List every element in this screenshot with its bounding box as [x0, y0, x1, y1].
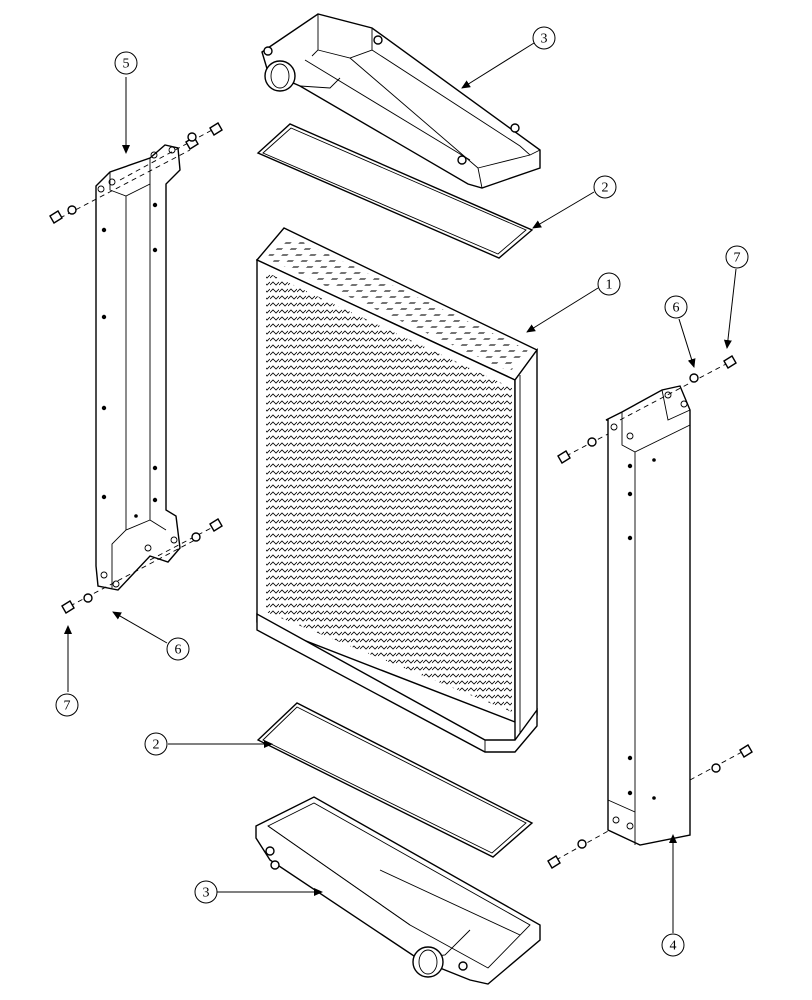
svg-text:7: 7 — [64, 699, 71, 714]
callout-3-bottom: 3 — [194, 880, 218, 904]
callout-2-bottom: 2 — [144, 732, 168, 756]
svg-text:2: 2 — [602, 181, 609, 196]
svg-text:5: 5 — [123, 57, 130, 72]
left-upper-bolt-hardware — [49, 122, 223, 224]
leader-6-right — [678, 318, 696, 368]
svg-text:7: 7 — [734, 251, 741, 266]
right-side-bracket — [605, 385, 691, 846]
leader-1 — [526, 287, 599, 333]
callout-4: 4 — [661, 933, 685, 957]
callout-1: 1 — [597, 272, 621, 296]
callout-3-top: 3 — [532, 26, 556, 50]
callout-6-left: 6 — [166, 637, 190, 661]
callout-2-top: 2 — [593, 175, 617, 199]
callout-6-right: 6 — [664, 295, 688, 319]
leader-6-left — [112, 611, 168, 644]
svg-text:6: 6 — [175, 643, 182, 658]
upper-gasket — [256, 123, 534, 259]
left-lower-bolt-hardware — [61, 518, 223, 614]
svg-text:6: 6 — [673, 301, 680, 316]
radiator-core — [255, 227, 539, 753]
lower-radiator-tank — [255, 796, 541, 985]
callout-leaders — [64, 42, 737, 933]
svg-text:3: 3 — [203, 886, 210, 901]
lower-gasket — [256, 702, 534, 858]
leader-7-right — [723, 268, 737, 349]
callout-5: 5 — [114, 51, 138, 75]
left-side-bracket — [95, 144, 181, 591]
upper-radiator-tank — [261, 13, 541, 189]
svg-text:3: 3 — [541, 32, 548, 47]
right-upper-bolt-hardware — [557, 355, 737, 464]
leader-3-top — [461, 42, 535, 89]
svg-text:1: 1 — [606, 278, 613, 293]
leader-2-top — [532, 191, 595, 229]
callout-7-right: 7 — [725, 245, 749, 269]
right-lower-bolt-hardware — [547, 744, 753, 869]
svg-text:4: 4 — [670, 939, 677, 954]
callout-7-left: 7 — [55, 693, 79, 717]
svg-text:2: 2 — [153, 738, 160, 753]
